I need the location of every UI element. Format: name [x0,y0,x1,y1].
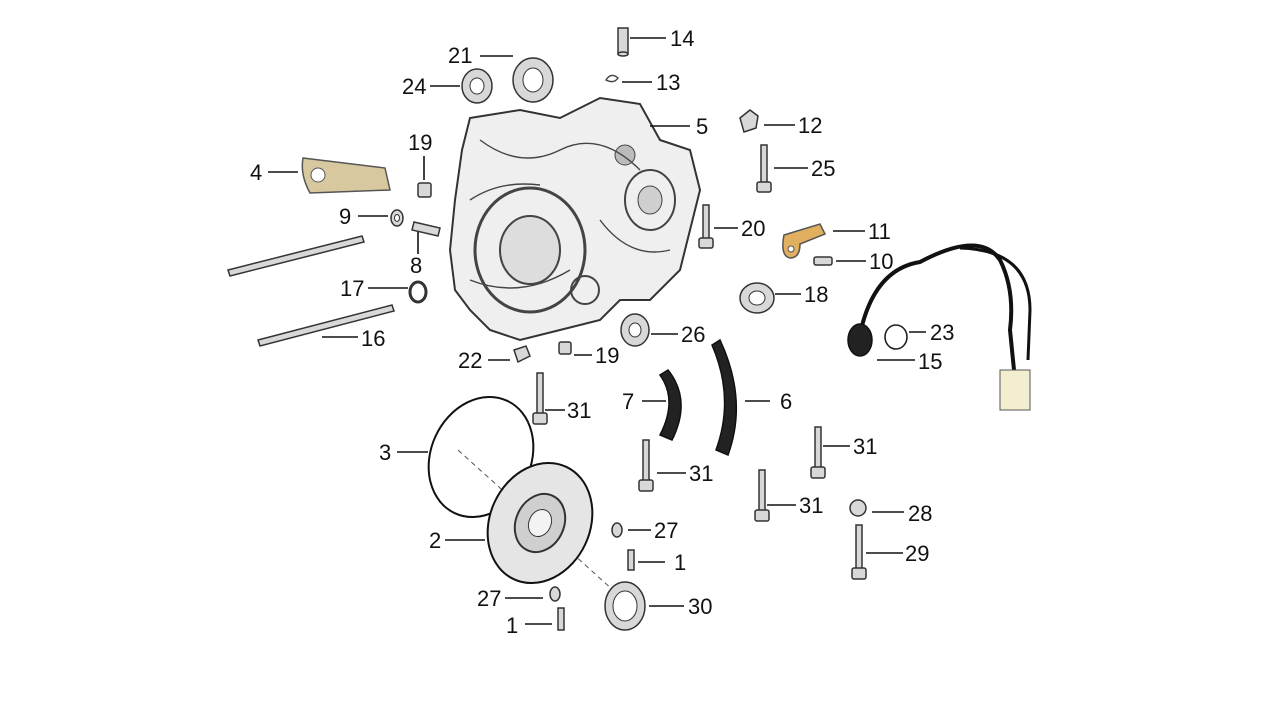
part-10-screw [813,256,833,266]
part-1-screw-a [627,549,635,571]
callout-31-a: 31 [567,398,591,423]
part-31-bolt-d [754,469,770,522]
callout-14: 14 [670,26,694,51]
part-25-bolt [756,144,772,193]
callout-10: 10 [869,249,893,274]
part-1-screw-b [557,607,565,631]
part-21-seal [512,57,554,103]
callout-11: 11 [868,219,891,244]
part-29-bolt [851,524,867,580]
callout-15: 15 [918,349,942,374]
callout-31-b: 31 [689,461,713,486]
part-30-seal [604,581,646,631]
part-5-crankcase [448,96,702,342]
part-15-sensor-harness [847,243,1032,411]
part-2-cover [486,461,594,585]
part-20-bolt [698,204,714,249]
callout-24: 24 [402,74,426,99]
callout-21: 21 [448,43,472,68]
callout-3: 3 [379,440,391,465]
part-7-chain-guide [658,369,682,441]
part-13-clip [604,74,619,83]
callout-31-c: 31 [853,434,877,459]
part-17-ring [408,280,428,304]
callout-16: 16 [361,326,385,351]
callout-20: 20 [741,216,765,241]
part-6-chain-guide [711,338,738,456]
callout-13: 13 [656,70,680,95]
callout-19-upper: 19 [408,130,432,155]
callout-19-lower: 19 [595,343,619,368]
callout-22: 22 [458,348,482,373]
part-24-seal [461,68,493,104]
part-31-bolt-b [638,439,654,492]
callout-30: 30 [688,594,712,619]
part-11-bracket [782,223,827,259]
callout-12: 12 [798,113,822,138]
part-19-dowel-lower [558,341,572,355]
callout-23: 23 [930,320,954,345]
part-27-plug-b [549,586,561,602]
leader-lines [268,37,926,625]
callout-26: 26 [681,322,705,347]
callout-1-a: 1 [674,550,686,575]
part-4-plate [301,157,391,194]
part-27-plug-a [611,522,623,538]
callout-4: 4 [250,160,262,185]
callout-2: 2 [429,528,441,553]
callout-9: 9 [339,204,351,229]
part-12-bracket [739,109,759,133]
callout-18: 18 [804,282,828,307]
part-8-bolt [411,221,441,237]
callout-1-b: 1 [506,613,518,638]
part-18-seal [739,282,775,314]
callout-8: 8 [410,253,422,278]
part-9-washer [390,209,404,227]
callout-17: 17 [340,276,364,301]
callout-29: 29 [905,541,929,566]
part-26-bearing [620,313,650,347]
callout-labels: 14 13 21 24 5 12 19 25 4 9 8 20 11 10 17… [250,26,954,638]
part-16-stud [257,304,395,347]
callout-5: 5 [696,114,708,139]
part-14-pipe [617,27,629,57]
part-31-bolt-c [810,426,826,479]
callout-27-a: 27 [654,518,678,543]
callout-27-b: 27 [477,586,501,611]
callout-28: 28 [908,501,932,526]
part-22-fitting [513,345,531,364]
callout-25: 25 [811,156,835,181]
callout-7: 7 [622,389,634,414]
part-19-dowel-upper [417,182,432,198]
callout-6: 6 [780,389,792,414]
part-31-bolt-a [532,372,548,425]
part-23-o-ring [884,324,908,350]
stud-upper [227,235,365,277]
part-28-nut [849,499,867,517]
callout-31-d: 31 [799,493,823,518]
